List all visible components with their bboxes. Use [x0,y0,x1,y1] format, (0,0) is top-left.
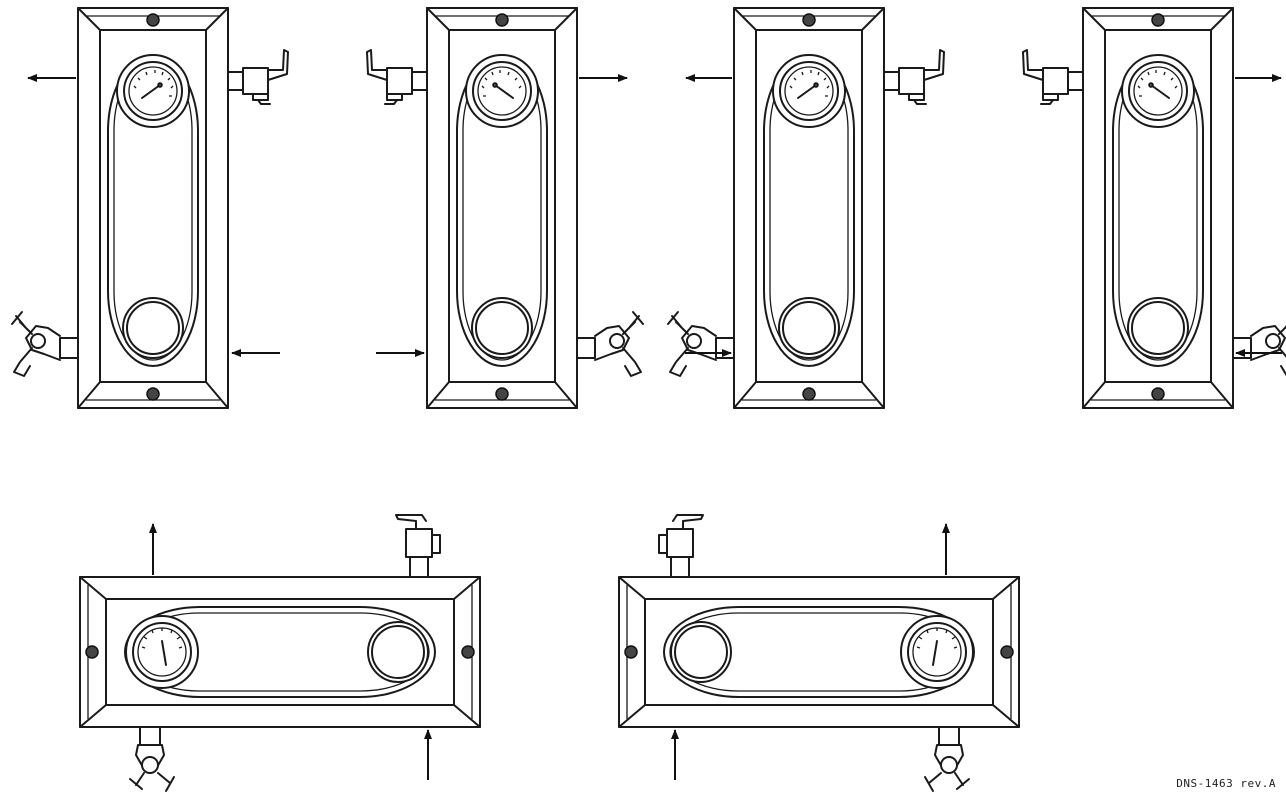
vertical-view-2 [366,7,644,409]
vertical-view-4 [1022,7,1286,409]
horizontal-view-1 [79,514,481,792]
vertical-view-3 [667,7,945,409]
drawing-number-label: DNS-1463 rev.A [1176,777,1276,790]
vertical-view-1 [11,7,289,409]
horizontal-view-2 [618,514,1020,792]
